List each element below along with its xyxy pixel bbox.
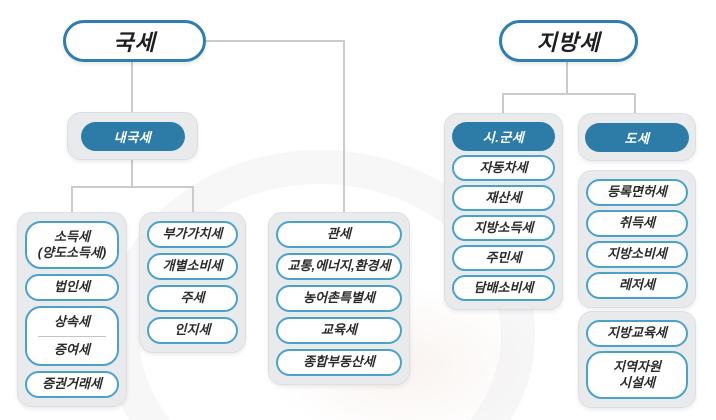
tax-item: 담배소비세 [452,275,555,301]
connector-line [71,186,194,188]
do-tax-pill: 도세 [585,122,689,152]
internal-tax-panel: 내국세 [67,112,198,160]
divider [38,335,106,337]
tax-item: 개별소비세 [147,253,238,280]
tax-item: 증여세 [54,342,90,358]
tax-item: 법인세 [25,274,119,301]
do-tax-group-2: 지방교육세 지역자원 시설세 [578,311,696,408]
tax-item: 증권거래세 [25,371,119,398]
national-tax-title: 국세 [113,30,156,55]
tax-item: 지방소득세 [452,215,555,241]
tax-item: 지역자원 시설세 [586,351,688,399]
connector-line [343,40,345,212]
tax-item: 레저세 [586,272,688,299]
connector-line [131,61,133,113]
tax-item: 교통,에너지,환경세 [276,253,402,280]
tax-item-pair: 상속세 증여세 [25,306,119,366]
tax-item: 주민세 [452,245,555,271]
sigun-tax-panel: 시.군세 자동차세 재산세 지방소득세 주민세 담배소비세 [444,113,563,310]
connector-line [502,93,636,95]
tax-item: 재산세 [452,185,555,211]
tax-item: 자동차세 [452,155,555,181]
local-tax-title: 지방세 [536,30,601,55]
connector-line [206,40,345,42]
connector-line [634,93,636,113]
tax-item: 지방소비세 [586,241,688,268]
connector-line [192,186,194,212]
connector-line [131,160,133,188]
connector-line [71,186,73,212]
tax-item: 등록면허세 [586,179,688,206]
tax-item: 상속세 [54,313,90,329]
do-tax-group-1: 등록면허세 취득세 지방소비세 레저세 [578,170,696,308]
national-column-2: 부가가치세 개별소비세 주세 인지세 [139,212,246,353]
tax-item: 관세 [276,221,402,248]
do-tax-header-panel: 도세 [578,113,696,161]
sigun-tax-pill: 시.군세 [452,122,555,151]
national-column-3: 관세 교통,에너지,환경세 농어촌특별세 교육세 종합부동산세 [268,212,410,385]
connector-line [566,61,568,95]
tax-item: 취득세 [586,210,688,237]
tax-item: 부가가치세 [147,221,238,248]
national-tax-root-box: 국세 [63,20,206,62]
connector-line [502,93,504,113]
tax-item: 인지세 [147,317,238,344]
internal-tax-pill: 내국세 [80,121,185,151]
national-column-1: 소득세 (양도소득세) 법인세 상속세 증여세 증권거래세 [17,212,127,407]
tax-item: 종합부동산세 [276,349,402,376]
tax-item: 주세 [147,285,238,312]
tax-item: 농어촌특별세 [276,285,402,312]
local-tax-root-box: 지방세 [499,20,638,62]
tax-item: 지방교육세 [586,320,688,347]
tax-item: 교육세 [276,317,402,344]
tax-item: 소득세 (양도소득세) [25,221,119,269]
